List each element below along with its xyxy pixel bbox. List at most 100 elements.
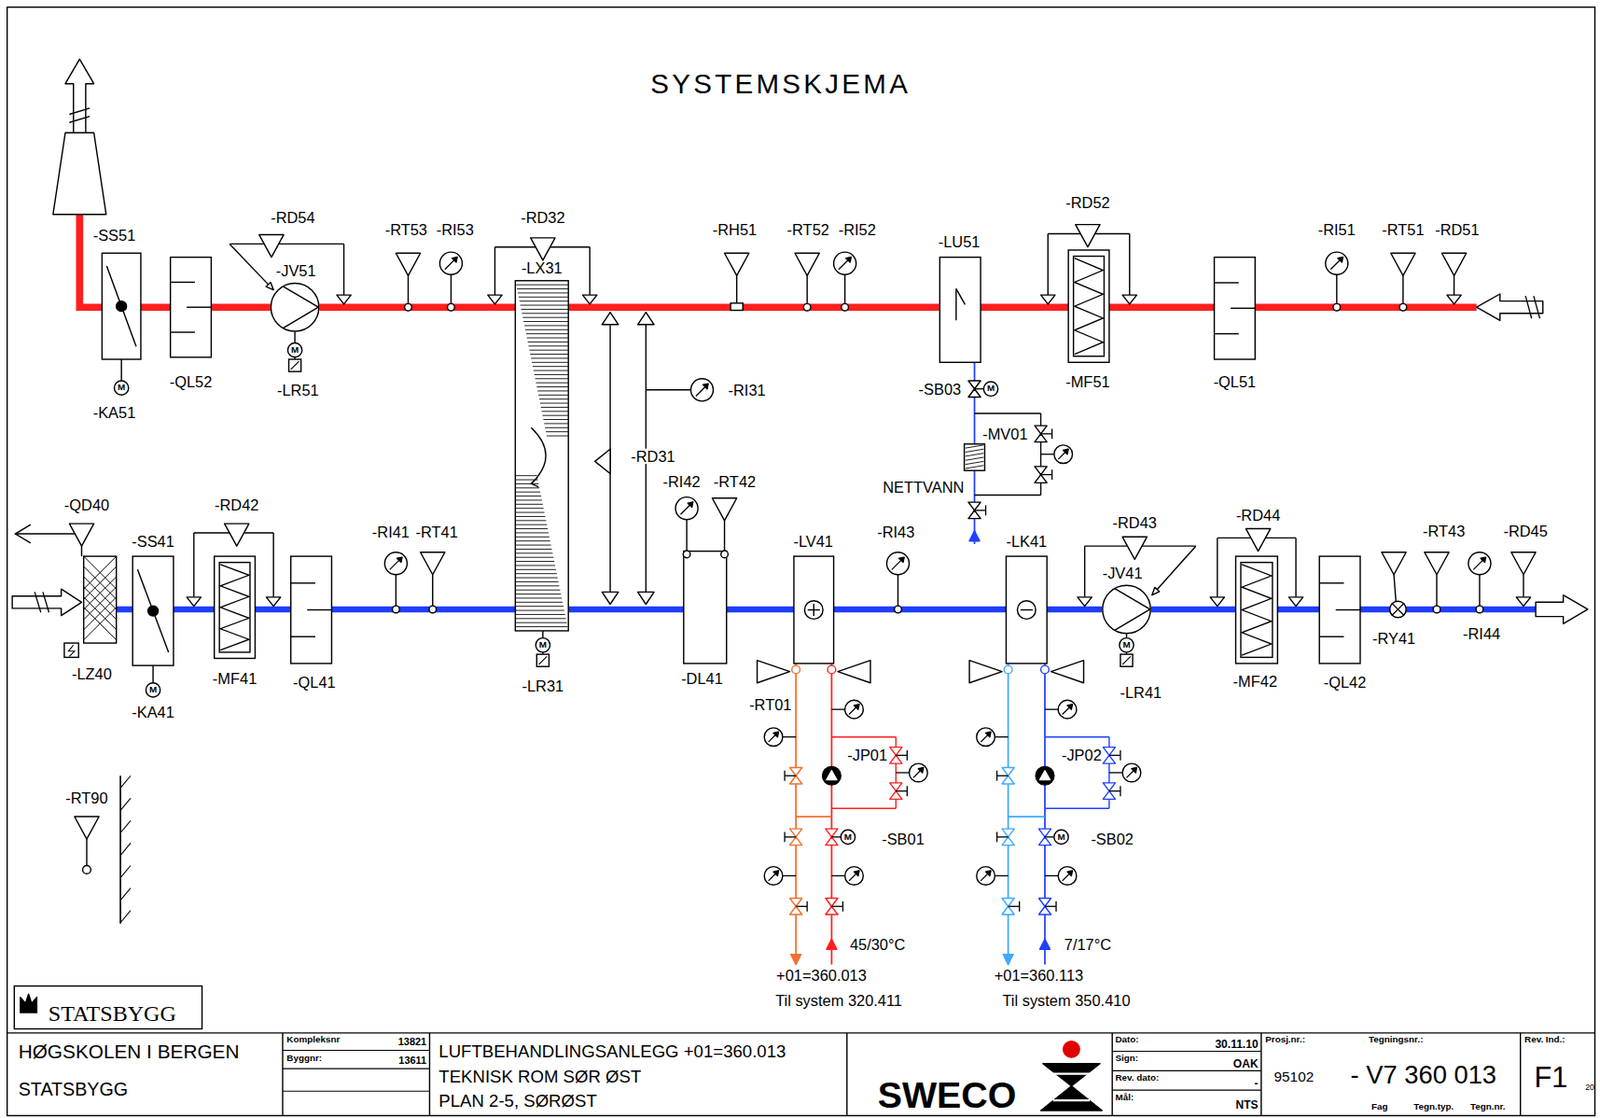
rotor-hatch [524,324,569,326]
supply-duct [1151,606,1237,613]
exhaust-duct [1254,303,1476,311]
title-block-line [1519,1032,1521,1116]
pressure-tap [583,294,598,305]
valve-symbol [1001,767,1015,777]
tag-label: -RD45 [1502,523,1547,539]
component-outline [939,257,981,363]
pump-arrow [826,770,837,780]
pressure-line [1217,537,1252,539]
silencer-mark [1335,609,1361,611]
gauge-symbol [834,251,857,275]
rotor-hatch [514,584,559,586]
valve-handle [895,754,907,756]
valve-symbol [1001,905,1015,915]
title-block-text: Tegningsnr.: [1368,1035,1423,1045]
pressure-line [1047,233,1049,295]
smoke-detector [1390,600,1407,618]
gauge-symbol [764,866,783,886]
component-outline [101,252,141,360]
pressure-tap [638,312,655,325]
coil-symbol [804,600,823,620]
valve-handle [895,790,907,792]
supply-pipe [831,663,834,965]
silencer-mark [291,582,316,584]
gauge-needle-head [1131,767,1137,773]
component-symbol [1319,556,1361,664]
title-block-line [282,1049,431,1051]
filter-frame [1240,562,1273,658]
component-tag: -LK41 [1005,532,1047,548]
rotation-arrow-head [530,477,539,487]
heater-symbol [64,642,79,657]
component-tag: -QL51 [1213,374,1257,390]
rotor-hatch [514,519,546,521]
rotor-hatch [531,361,569,363]
valve-symbol [890,791,903,800]
sensor-triangle [1075,224,1100,248]
valve-symbol [968,380,981,390]
gauge-leader [831,709,845,710]
gauge-leader [994,875,1008,877]
gauge-needle-head [452,257,458,263]
coil-mark [1020,609,1033,611]
rotor-hatch [529,353,569,355]
valve-symbol [1001,775,1015,784]
valve-symbol [1034,433,1047,443]
wall-hatch [120,888,131,901]
valve-handle [1041,432,1053,434]
rotor-hatch [514,622,567,624]
rotor-hatch [542,410,570,412]
gauge-needle [1057,448,1069,460]
filter-media [1241,564,1272,655]
fan-mark [282,286,319,308]
rotor-hatch [537,389,569,391]
tag-label: 45/30°C [849,936,905,952]
gauge-needle-head [986,731,991,737]
damper-box: -SS41 [132,556,174,666]
arrow-hatch [42,591,50,613]
gauge-needle-head [397,556,403,562]
strainer-symbol [964,444,986,471]
gauge-leader [782,736,796,738]
pressure-transmitter [595,448,611,474]
valve-handle [831,905,843,907]
tag-label: STATSBYGG [48,1001,177,1025]
rotor-hatch [514,610,564,612]
tag-label: -RI44 [1462,626,1501,641]
motor-symbol [114,380,129,395]
component-tag: -JV41 [1102,564,1143,580]
valve-symbol [1102,754,1115,764]
pump-symbol [822,765,842,785]
supply-duct [568,606,684,613]
sensor-dot [841,303,849,311]
hatch-line [83,566,117,599]
silencer-mark [186,306,211,308]
gauge-needle [1126,767,1138,779]
sensor-stem [431,574,433,606]
gauge-leader [645,389,691,390]
supply-duct [1360,606,1536,613]
component-tag: -SS51 [93,226,137,242]
valve-handle [1109,754,1121,756]
component-symbol [683,551,727,664]
gauge-symbol [764,727,783,747]
valve-symbol [825,905,838,915]
pressure-line [272,532,274,598]
tag-label: -RI42 [663,473,701,489]
silencer-box: -QL51 [1214,257,1256,360]
motor-symbol [145,682,160,697]
gauge-symbol [886,552,909,575]
component-symbol [1068,250,1110,362]
frequency-converter-mark [1122,655,1131,665]
tag-label: -RT51 [1381,222,1424,237]
tag-label: -RT53 [385,222,428,237]
hatch-line [83,597,117,630]
component-outline [1005,556,1047,664]
actuator-stem [974,388,985,390]
hatch-line [83,597,117,630]
sensor-dot [83,865,92,875]
valve-handle [974,509,987,511]
rotor-hatch [514,507,543,509]
valve-handle [1008,905,1020,907]
component-symbol [1101,584,1152,635]
